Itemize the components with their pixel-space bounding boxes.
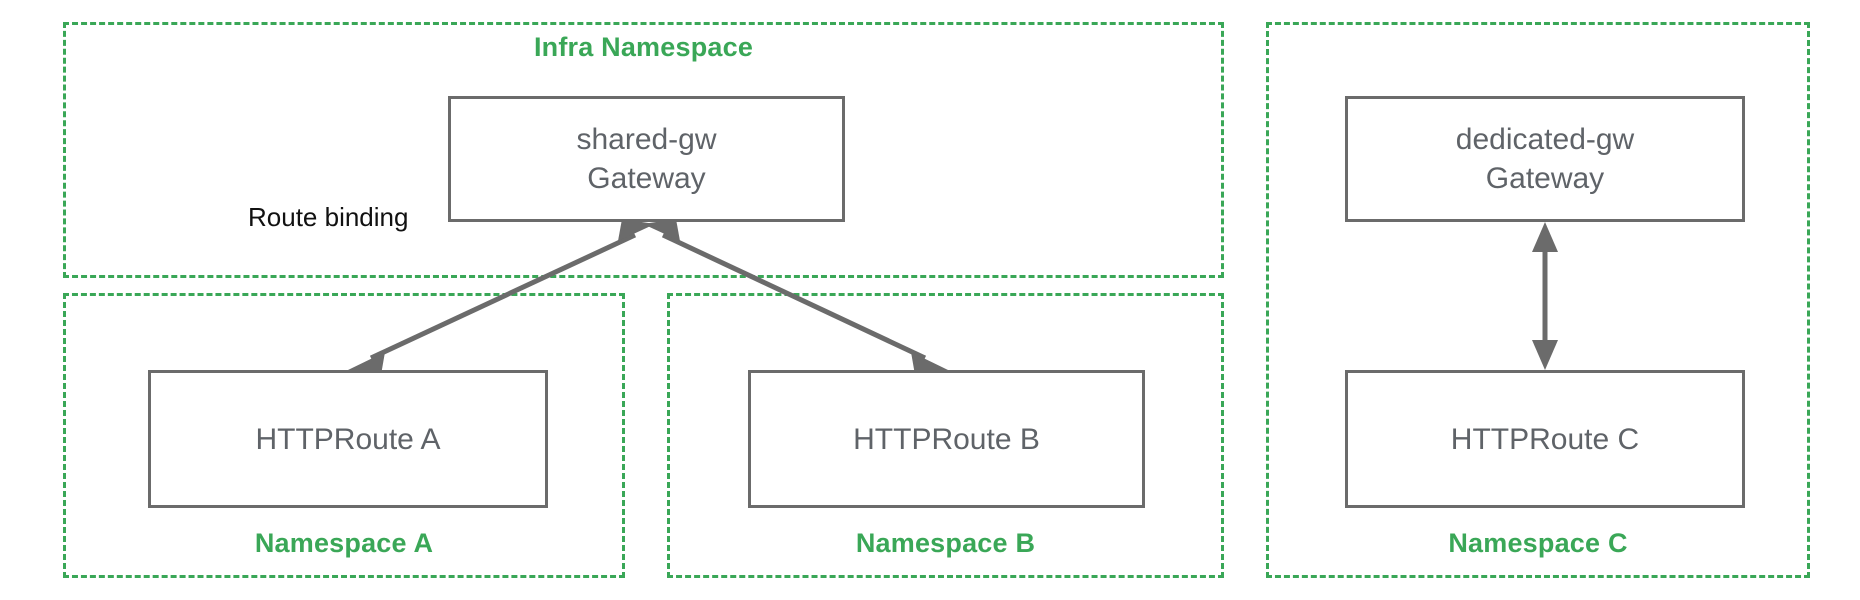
namespace-container-infra (63, 22, 1224, 278)
namespace-label-c: Namespace C (1448, 528, 1628, 558)
node-httproute-c-label: HTTPRoute C (1450, 422, 1640, 456)
namespace-label-infra: Infra Namespace (533, 32, 754, 62)
namespace-label-b: Namespace B (855, 528, 1036, 558)
node-dedicated-gw-line1: dedicated-gw (1455, 123, 1635, 156)
node-httproute-b[interactable]: HTTPRoute B (748, 370, 1145, 508)
namespace-container-c (1266, 22, 1810, 578)
node-httproute-a-label: HTTPRoute A (255, 422, 441, 456)
node-dedicated-gw-line2: Gateway (1485, 162, 1605, 195)
node-dedicated-gw-gateway[interactable]: dedicated-gw Gateway (1345, 96, 1745, 222)
node-shared-gw-line2: Gateway (587, 162, 706, 195)
node-httproute-c[interactable]: HTTPRoute C (1345, 370, 1745, 508)
namespace-container-b (667, 293, 1224, 578)
node-httproute-a[interactable]: HTTPRoute A (148, 370, 548, 508)
node-shared-gw-line1: shared-gw (576, 123, 717, 156)
node-shared-gw-gateway[interactable]: shared-gw Gateway (448, 96, 845, 222)
namespace-container-a (63, 293, 625, 578)
edge-label-route-binding: Route binding (248, 202, 409, 232)
namespace-label-a: Namespace A (254, 528, 434, 558)
node-httproute-b-label: HTTPRoute B (853, 422, 1040, 456)
